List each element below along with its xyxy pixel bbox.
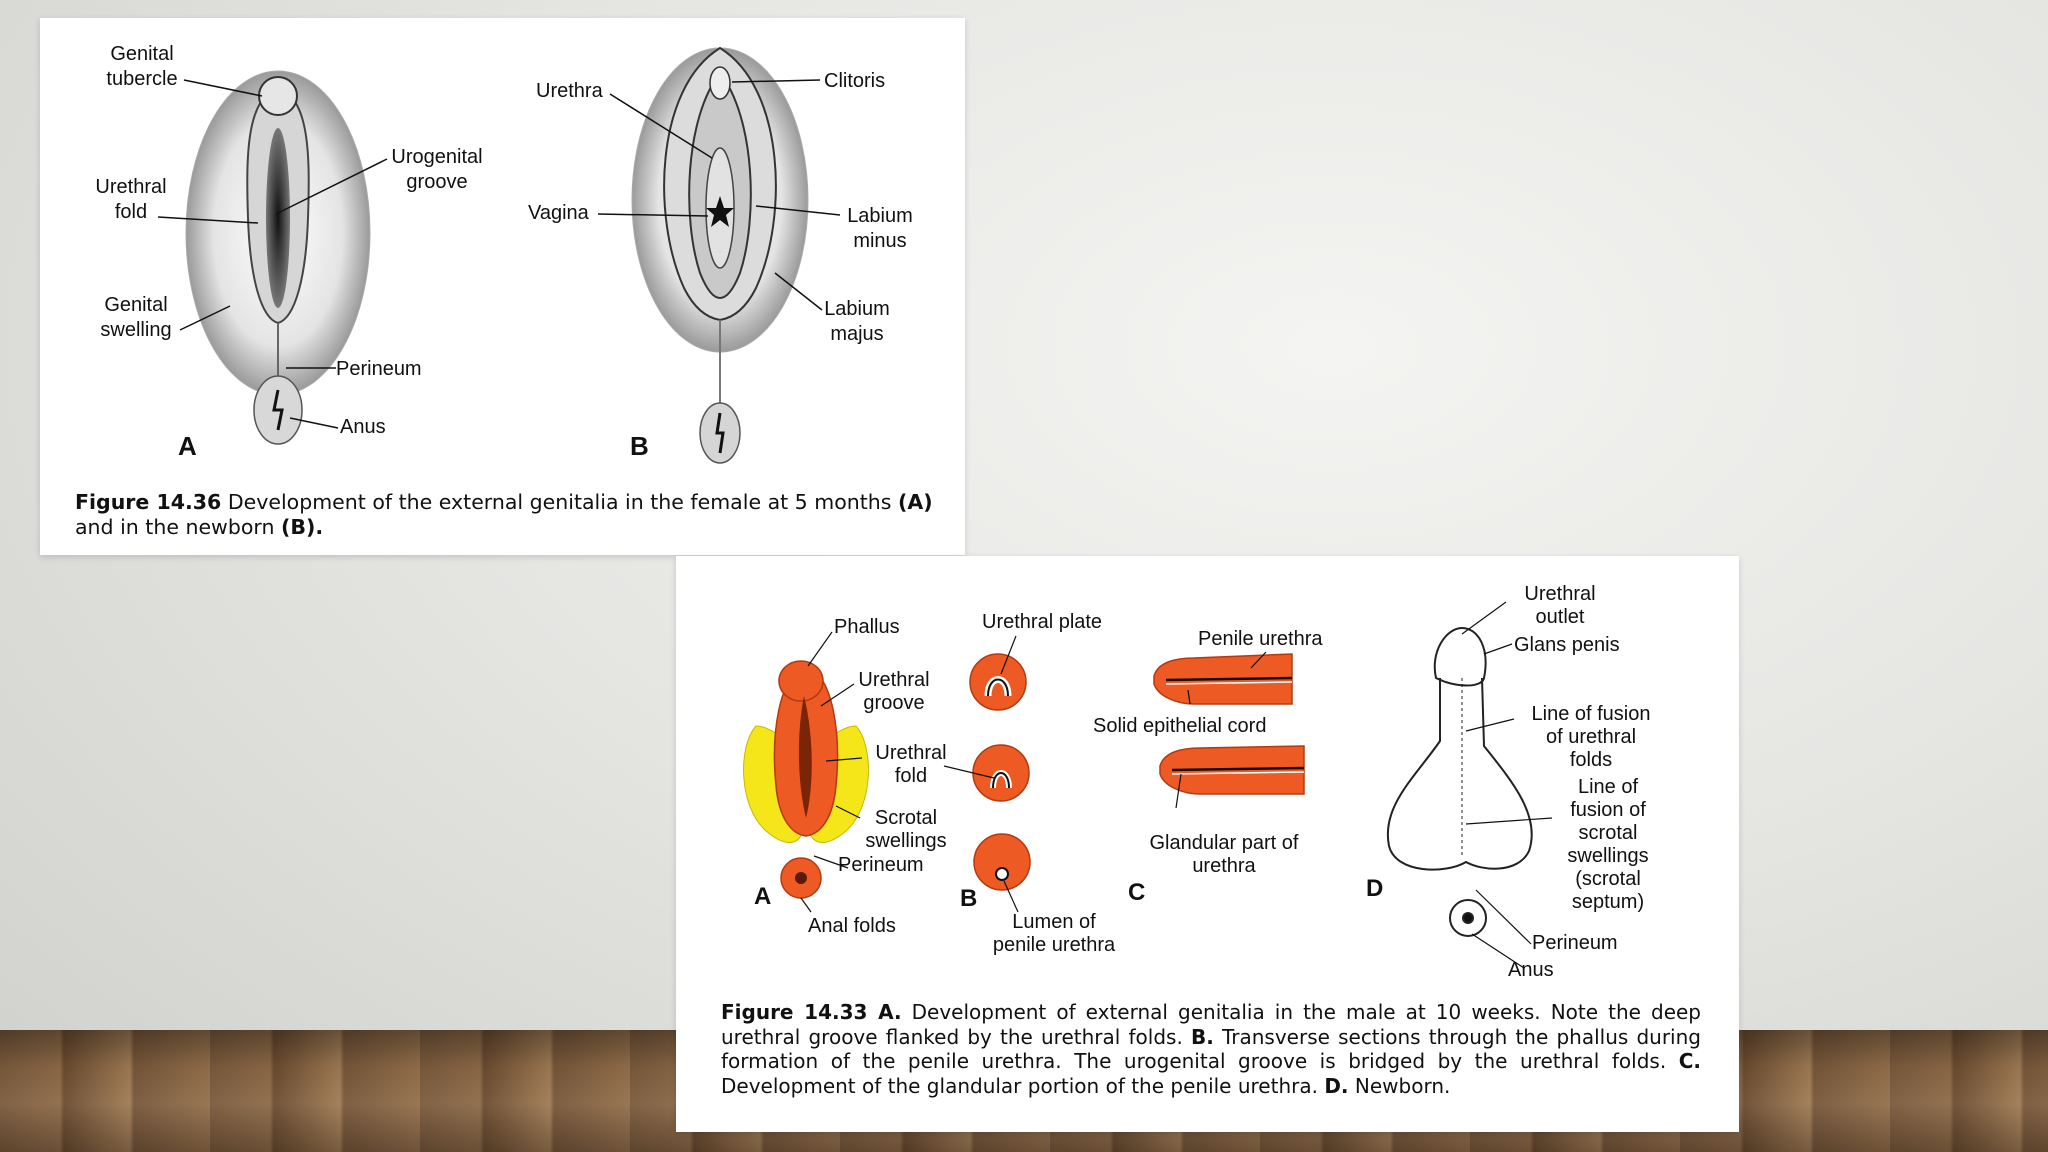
caption2-text-c: Development of the glandular portion of …: [721, 1073, 1325, 1098]
leader-lines-a: [157, 79, 388, 429]
caption2-text-a: Development of external genitalia in the…: [721, 1000, 1702, 1049]
caption2-ref-d: D.: [1324, 1073, 1349, 1098]
caption-text-2: and in the newborn: [75, 515, 281, 539]
label-urethral-fold-1: Urethral: [95, 176, 166, 198]
figure-male-diagram: Phallus Perineum Anal folds Urethral gro…: [743, 583, 1651, 981]
label-urethral-groove-1: Urethral: [858, 669, 929, 691]
figure-female-diagram: Genital tubercle Urogenital groove Ureth…: [95, 43, 913, 464]
label-line-fusion-scrotal-4: swellings: [1567, 845, 1648, 867]
label-anal-folds: Anal folds: [808, 915, 896, 937]
figure-male-genitalia-panel: Phallus Perineum Anal folds Urethral gro…: [676, 556, 1739, 1132]
panel-label-male-b: B: [960, 885, 977, 912]
label-glandular-part-1: Glandular part of: [1150, 832, 1299, 854]
label-lumen-1: Lumen of: [1012, 911, 1096, 933]
figure-female-genitalia-panel: Genital tubercle Urogenital groove Ureth…: [40, 18, 965, 555]
label-urethra: Urethra: [536, 80, 604, 102]
label-urogenital-groove-2: groove: [406, 171, 467, 193]
label-line-fusion-folds-1: Line of fusion: [1532, 703, 1651, 725]
label-line-fusion-folds-2: of urethral: [1546, 726, 1636, 748]
label-genital-swelling-1: Genital: [104, 294, 167, 316]
label-labium-majus-2: majus: [830, 323, 883, 345]
female-5-months-drawing: [185, 70, 371, 445]
label-urethral-outlet-1: Urethral: [1524, 583, 1595, 605]
caption-ref-a: (A): [897, 490, 933, 514]
label-clitoris: Clitoris: [824, 70, 885, 92]
caption2-text-b: Transverse sections through the phallus …: [721, 1024, 1701, 1074]
leader-lines-b: [597, 79, 841, 311]
label-urethral-groove-2: groove: [863, 692, 924, 714]
leader-lines-male-a: [800, 631, 863, 913]
caption2-ref-b: B.: [1190, 1024, 1214, 1049]
label-urethral-fold-2: fold: [115, 201, 147, 223]
label-lumen-2: penile urethra: [993, 934, 1116, 956]
label-urethral-fold-1: Urethral: [875, 742, 946, 764]
leader-lines-male-d: [1461, 601, 1553, 969]
label-scrotal-swellings-2: swellings: [865, 830, 946, 852]
caption-text-1: Development of the external genitalia in…: [221, 490, 898, 514]
female-newborn-drawing: [631, 46, 809, 464]
label-urogenital-groove-1: Urogenital: [391, 146, 482, 168]
figure-14-33-caption: Figure 14.33 A. Development of external …: [721, 1000, 1701, 1098]
label-line-fusion-scrotal-3: scrotal: [1579, 822, 1638, 844]
label-line-fusion-scrotal-5: (scrotal: [1575, 868, 1641, 890]
newborn-male-drawing: [1386, 626, 1533, 937]
label-penile-urethra: Penile urethra: [1198, 628, 1323, 650]
glandular-urethra-drawing: [1153, 653, 1305, 795]
caption2-ref-c: C.: [1678, 1049, 1701, 1073]
label-urethral-outlet-2: outlet: [1536, 606, 1585, 628]
label-labium-minus-1: Labium: [847, 205, 913, 227]
label-labium-minus-2: minus: [853, 230, 906, 252]
male-10-weeks-drawing: [743, 660, 869, 899]
panel-label-a: A: [178, 431, 197, 461]
label-line-fusion-scrotal-6: septum): [1572, 891, 1644, 913]
label-perineum-d: Perineum: [1532, 932, 1618, 954]
label-scrotal-swellings-1: Scrotal: [875, 807, 937, 829]
label-labium-majus-1: Labium: [824, 298, 890, 320]
label-glandular-part-2: urethra: [1192, 855, 1256, 877]
leader-lines-male-b: [943, 635, 1019, 913]
panel-label-male-c: C: [1128, 879, 1145, 906]
label-phallus: Phallus: [834, 616, 900, 638]
label-urethral-plate: Urethral plate: [982, 611, 1102, 633]
caption2-text-d: Newborn.: [1348, 1073, 1451, 1098]
label-genital-tubercle-1: Genital: [110, 43, 173, 65]
caption2-figure-number: Figure 14.33 A.: [721, 1000, 902, 1024]
leader-lines-male-c: [1175, 651, 1267, 809]
caption-ref-b: (B).: [280, 515, 324, 539]
label-anus-d: Anus: [1508, 959, 1554, 981]
caption-figure-number: Figure 14.36: [75, 490, 222, 514]
panel-label-b: B: [630, 431, 649, 461]
label-glans-penis: Glans penis: [1514, 634, 1620, 656]
label-line-fusion-folds-3: folds: [1570, 749, 1612, 771]
label-urethral-fold-2: fold: [895, 765, 927, 787]
label-solid-epithelial-cord: Solid epithelial cord: [1093, 715, 1266, 737]
label-line-fusion-scrotal-2: fusion of: [1570, 799, 1646, 821]
panel-label-male-d: D: [1366, 875, 1383, 902]
label-genital-swelling-2: swelling: [100, 319, 171, 341]
figure-14-36-caption: Figure 14.36 Development of the external…: [75, 490, 935, 540]
label-genital-tubercle-2: tubercle: [106, 68, 177, 90]
label-line-fusion-scrotal-1: Line of: [1578, 776, 1638, 798]
label-vagina: Vagina: [528, 202, 590, 224]
cross-sections-drawing: [969, 653, 1031, 891]
label-perineum-a: Perineum: [838, 854, 924, 876]
label-perineum: Perineum: [336, 358, 422, 380]
panel-label-male-a: A: [754, 883, 771, 910]
label-anus: Anus: [340, 416, 386, 438]
